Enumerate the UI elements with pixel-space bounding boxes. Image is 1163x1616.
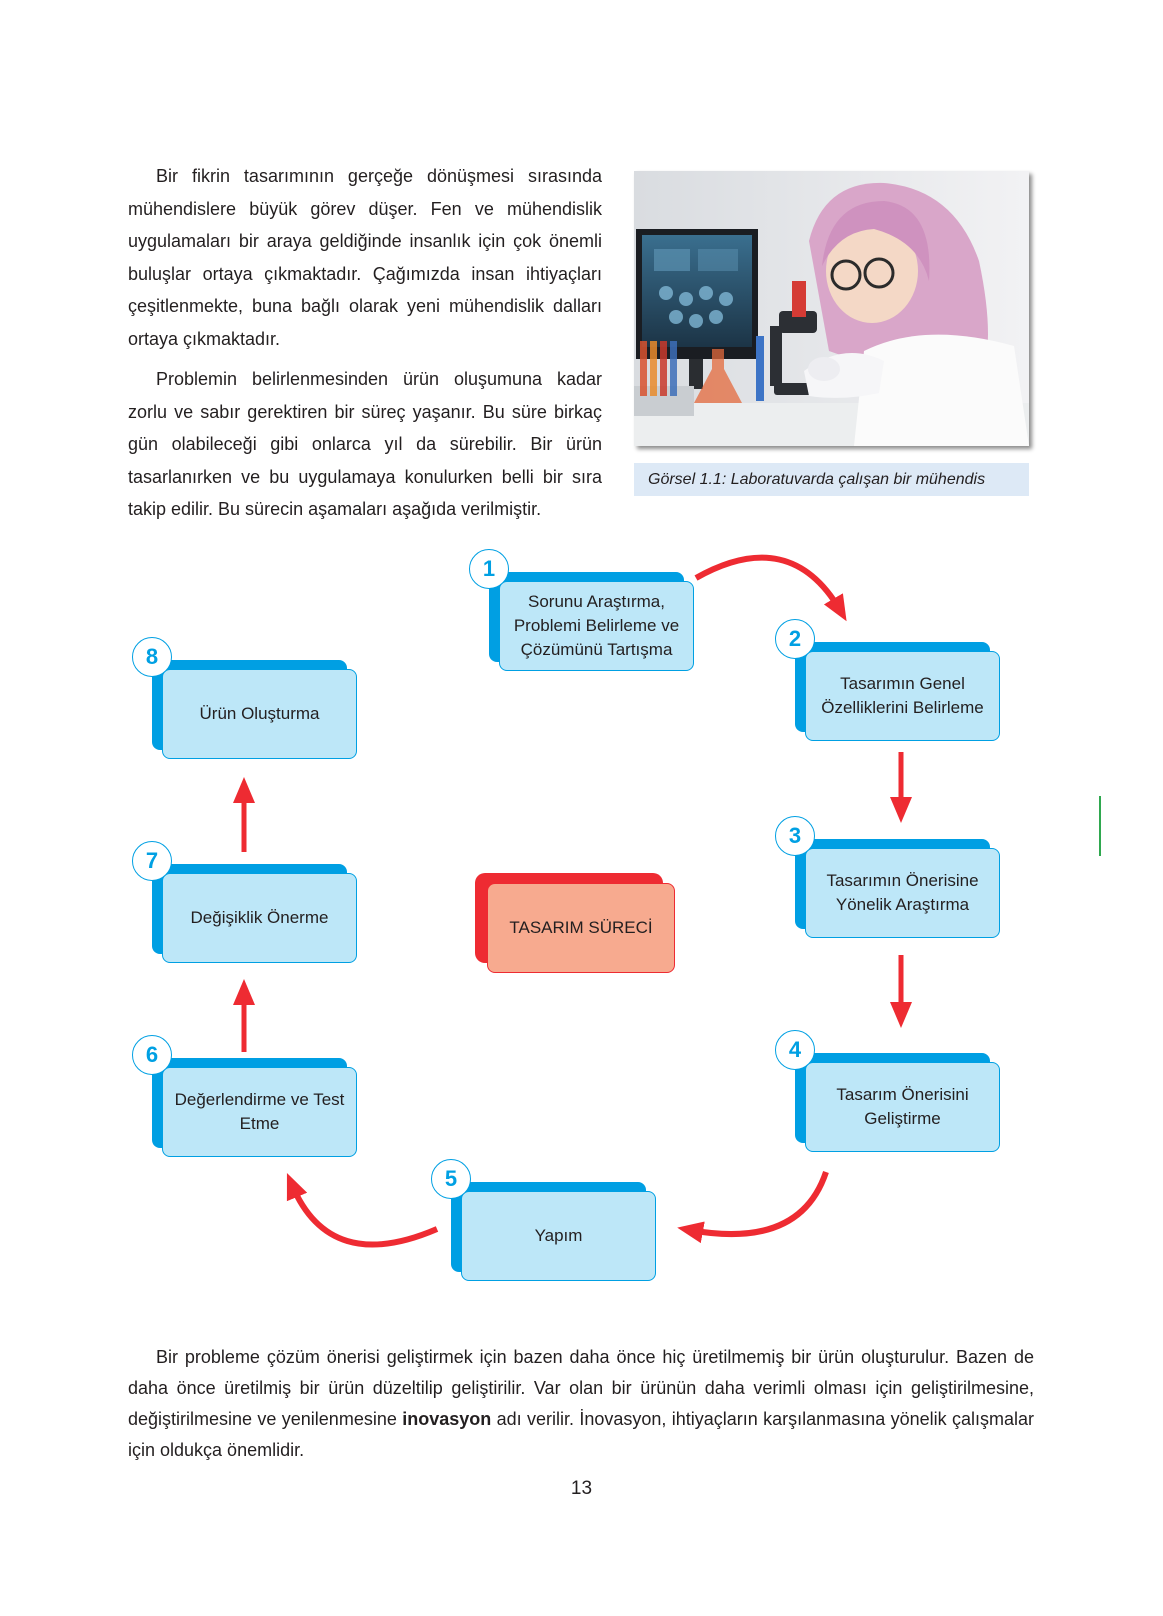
step-label: Değerlendirme ve Test Etme	[162, 1067, 357, 1157]
step-7-box: Değişiklik Önerme 7	[132, 841, 357, 963]
step-1-box: Sorunu Araştırma, Problemi Belirleme ve …	[469, 549, 694, 671]
page-number: 13	[570, 1478, 593, 1499]
step-number: 4	[775, 1030, 815, 1070]
innovation-term: inovasyon	[402, 1409, 492, 1429]
lab-illustration	[634, 171, 1029, 446]
step-number: 7	[132, 841, 172, 881]
step-label: Ürün Oluşturma	[162, 669, 357, 759]
step-2-box: Tasarımın Genel Özelliklerini Belirleme …	[775, 619, 1000, 741]
step-label: Değişiklik Önerme	[162, 873, 357, 963]
intro-paragraph: Bir fikrin tasarımının gerçeğe dönüşmesi…	[128, 166, 602, 349]
step-label: Tasarımın Genel Özelliklerini Belirleme	[805, 651, 1000, 741]
step-8-box: Ürün Oluşturma 8	[132, 637, 357, 759]
arrow-5-to-6	[286, 1173, 439, 1248]
step-number: 1	[469, 549, 509, 589]
photo-caption: Görsel 1.1: Laboratuvarda çalışan bir mü…	[634, 463, 1029, 496]
innovation-paragraph: Bir probleme çözüm önerisi geliştirmek i…	[128, 1342, 1034, 1466]
arrow-1-to-2	[694, 554, 847, 622]
arrow-4-to-5	[677, 1171, 829, 1244]
step-number: 8	[132, 637, 172, 677]
step-3-box: Tasarımın Önerisine Yönelik Araştırma 3	[775, 816, 1000, 938]
step-label: Tasarımın Önerisine Yönelik Araştırma	[805, 848, 1000, 938]
process-paragraph: Problemin belirlenmesinden ürün oluşumun…	[128, 369, 602, 519]
step-6-box: Değerlendirme ve Test Etme 6	[132, 1035, 357, 1157]
lab-engineer-photo	[634, 171, 1029, 446]
design-process-center: TASARIM SÜRECİ	[475, 873, 675, 973]
step-5-box: Yapım 5	[431, 1159, 656, 1281]
margin-marker	[1099, 796, 1101, 856]
innovation-text-end: adı verilir. İnovasyon, ihtiyaçların kar…	[128, 1409, 1034, 1460]
step-4-box: Tasarım Önerisini Geliştirme 4	[775, 1030, 1000, 1152]
step-number: 6	[132, 1035, 172, 1075]
step-label: Sorunu Araştırma, Problemi Belirleme ve …	[499, 581, 694, 671]
center-label: TASARIM SÜRECİ	[487, 883, 675, 973]
step-number: 2	[775, 619, 815, 659]
innovation-text-start: Bir probleme çözüm önerisi geliştirmek i…	[128, 1347, 1034, 1429]
step-label: Yapım	[461, 1191, 656, 1281]
step-label: Tasarım Önerisini Geliştirme	[805, 1062, 1000, 1152]
step-number: 3	[775, 816, 815, 856]
step-number: 5	[431, 1159, 471, 1199]
